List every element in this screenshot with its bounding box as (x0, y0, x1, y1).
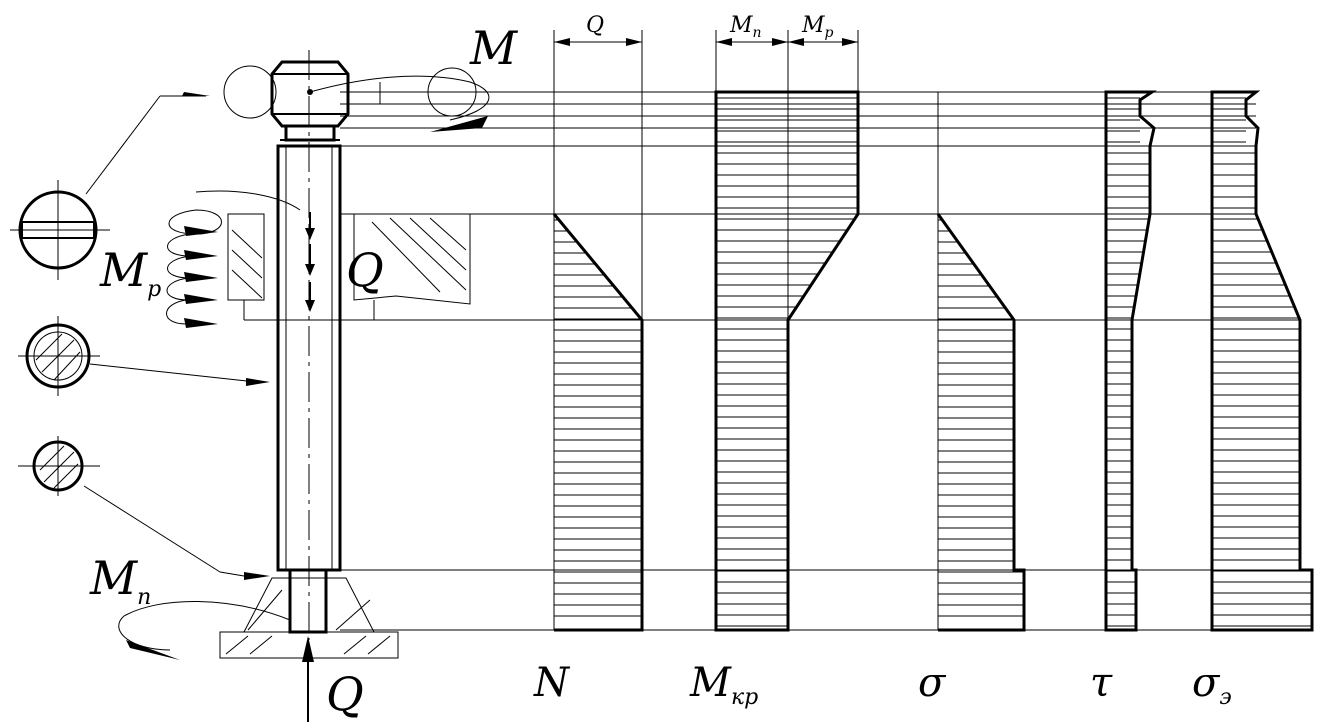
label-M-top: M (469, 21, 519, 75)
title-tau: τ (1090, 660, 1113, 706)
section-shank (18, 316, 270, 396)
dim-label-Mp: Mp (801, 13, 834, 41)
diagram-tau-hatch (1106, 97, 1150, 627)
label-Q-mid: Q (346, 243, 384, 297)
diagram-N-outline (552, 213, 644, 632)
diagram-sigma-hatch (938, 219, 1024, 617)
diagrams: Q Mn Mp N Mкр σ τ σэ (340, 13, 1314, 710)
label-Mp-side: Mp (99, 243, 161, 302)
title-sigma-e: σэ (1192, 660, 1232, 710)
diagram-Mkr-outline (714, 90, 860, 632)
label-Mn-left: Mn (89, 551, 151, 610)
diagram-N-hatch (554, 219, 642, 617)
title-Mkr: Mкр (689, 660, 758, 710)
diagram-sigma-e-hatch (1212, 97, 1312, 627)
section-pin (18, 436, 270, 580)
section-head (10, 92, 210, 280)
diagram-sigma-e-outline (1210, 90, 1314, 632)
support-block (219, 577, 399, 659)
dimension-marks: Q Mn Mp (554, 13, 858, 46)
torque-arrowhead-top (430, 116, 488, 132)
bolt-drawing: M Mp Q Mn Q (10, 21, 519, 722)
diagram-tau-outline (1104, 90, 1157, 632)
diagram-Mkr-hatch (716, 97, 858, 627)
dim-label-Mn: Mn (729, 13, 762, 41)
label-Q-bottom: Q (326, 667, 364, 721)
title-sigma: σ (918, 660, 947, 706)
title-N: N (533, 660, 571, 706)
diagram-sigma-outline (936, 213, 1026, 632)
dim-label-Q: Q (586, 13, 604, 38)
